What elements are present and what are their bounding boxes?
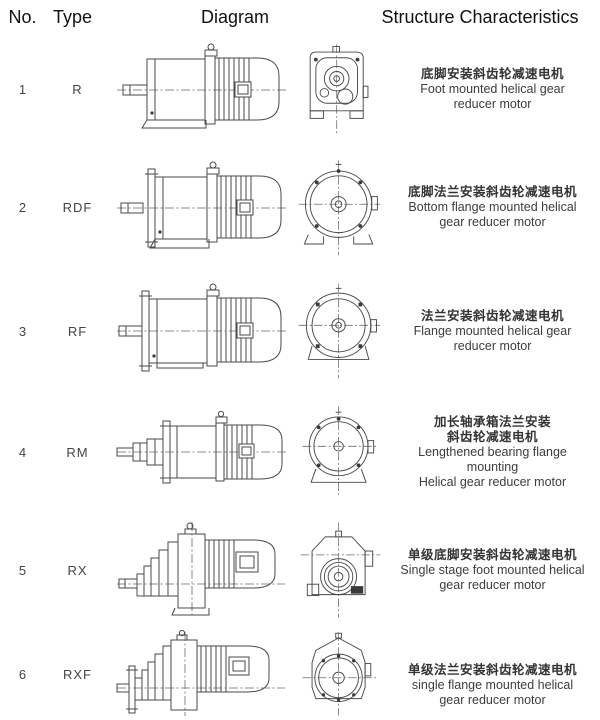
description-english: single flange mounted helical — [411, 677, 574, 692]
diagram-cell — [110, 404, 295, 500]
table-row: 6 RXF — [0, 628, 600, 720]
rm-side-view-diagram — [116, 410, 288, 484]
table-row: 1 R — [0, 34, 600, 145]
structure-characteristics-cell: 底脚法兰安装斜齿轮减速电机 Bottom flange mounted heli… — [385, 185, 600, 230]
row-number: 6 — [18, 666, 27, 682]
structure-characteristics-cell: 加长轴承箱法兰安装 斜齿轮减速电机 Lengthened bearing fla… — [385, 415, 600, 490]
rf-front-view-diagram — [298, 283, 381, 379]
description-chinese: 单级法兰安装斜齿轮减速电机 — [407, 662, 577, 677]
description-chinese: 底脚法兰安装斜齿轮减速电机 — [407, 185, 577, 199]
description-chinese: 法兰安装斜齿轮减速电机 — [420, 308, 564, 323]
description-english: gear reducer motor — [439, 692, 546, 707]
rxf-front-view-diagram — [302, 632, 379, 716]
table-row: 4 RM — [0, 392, 600, 512]
table-row: 5 RX — [0, 512, 600, 628]
type-label: RF — [67, 323, 88, 339]
description-english: Flange mounted helical gear — [413, 323, 572, 338]
type-label: RM — [66, 444, 89, 460]
description-english: mounting — [466, 459, 519, 474]
diagram-cell — [295, 42, 385, 137]
description-chinese: 加长轴承箱法兰安装 — [433, 414, 551, 429]
header-type: Type — [53, 6, 93, 27]
row-number: 1 — [18, 82, 27, 97]
diagram-cell — [295, 404, 385, 500]
structure-characteristics-cell: 单级法兰安装斜齿轮减速电机 single flange mounted heli… — [385, 641, 600, 708]
header-structure-characteristics: Structure Characteristics — [381, 6, 579, 27]
table-row: 2 RDF — [0, 145, 600, 270]
description-chinese: 单级底脚安装斜齿轮减速电机 — [407, 547, 577, 562]
row-number: 5 — [18, 562, 27, 578]
description-english: reducer motor — [453, 97, 532, 111]
description-english: gear reducer motor — [439, 215, 546, 229]
rx-front-view-diagram — [300, 522, 381, 618]
table-row: 3 RF — [0, 270, 600, 392]
r-side-view-diagram — [117, 43, 288, 129]
table-header: No. Type Diagram Structure Characteristi… — [0, 0, 600, 34]
description-english: reducer motor — [453, 338, 532, 353]
description-chinese: 底脚安装斜齿轮减速电机 — [420, 67, 564, 81]
diagram-cell — [295, 520, 385, 620]
rxf-side-view-diagram — [116, 630, 285, 716]
structure-characteristics-cell: 单级底脚安装斜齿轮减速电机 Single stage foot mounted … — [385, 548, 600, 593]
rdf-front-view-diagram — [298, 160, 381, 255]
diagram-cell — [110, 630, 295, 718]
diagram-cell — [110, 158, 295, 258]
description-english: Lengthened bearing flange — [418, 444, 567, 459]
rdf-side-view-diagram — [117, 161, 288, 248]
r-front-view-diagram — [309, 44, 369, 135]
diagram-cell — [110, 42, 295, 137]
diagram-cell — [110, 520, 295, 620]
description-english: gear reducer motor — [439, 577, 546, 592]
type-label: RXF — [63, 666, 92, 682]
type-label: RX — [67, 562, 88, 578]
rf-side-view-diagram — [117, 283, 288, 372]
rm-front-view-diagram — [302, 406, 377, 498]
description-english: Bottom flange mounted helical — [408, 200, 577, 214]
row-number: 4 — [18, 444, 27, 460]
rx-side-view-diagram — [117, 522, 285, 618]
header-no: No. — [8, 6, 37, 27]
description-english: Foot mounted helical gear — [420, 82, 565, 96]
structure-characteristics-cell: 法兰安装斜齿轮减速电机 Flange mounted helical gear … — [385, 309, 600, 354]
description-chinese: 斜齿轮减速电机 — [446, 429, 538, 444]
diagram-cell — [295, 281, 385, 381]
description-english: Helical gear reducer motor — [418, 474, 567, 489]
row-number: 2 — [18, 200, 27, 215]
header-diagram: Diagram — [200, 6, 270, 27]
row-number: 3 — [18, 323, 27, 339]
diagram-cell — [295, 630, 385, 718]
diagram-cell — [110, 281, 295, 381]
diagram-cell — [295, 158, 385, 258]
structure-characteristics-cell: 底脚安装斜齿轮减速电机 Foot mounted helical gear re… — [385, 67, 600, 112]
description-english: Single stage foot mounted helical — [400, 562, 585, 577]
type-label: R — [72, 82, 83, 97]
type-label: RDF — [62, 200, 93, 215]
